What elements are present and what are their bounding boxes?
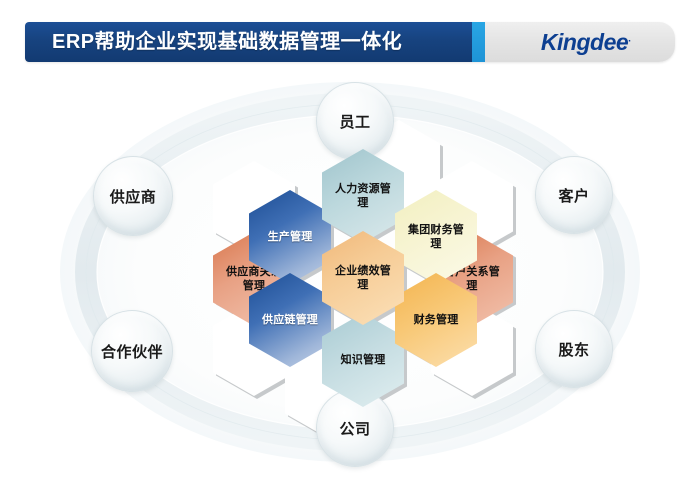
- kingdee-logo: Kingdee·: [540, 22, 632, 62]
- stakeholder-partner-label: 合作伙伴: [100, 343, 163, 361]
- stakeholder-employee[interactable]: 员工: [316, 82, 394, 160]
- title-bar: ERP帮助企业实现基础数据管理一体化 Kingdee·: [25, 22, 675, 62]
- title-bar-accent-strip: [472, 22, 485, 62]
- title-bar-blue-panel: [25, 22, 472, 62]
- kingdee-logo-dot: ·: [628, 36, 631, 47]
- hex-module-hr-label: 人力资源管理: [335, 182, 391, 209]
- hex-module-km-label: 知识管理: [340, 353, 386, 366]
- stakeholder-customer-label: 客户: [558, 187, 590, 205]
- stakeholder-shareholder-label: 股东: [558, 341, 590, 359]
- hex-module-hr[interactable]: 人力资源管理: [322, 149, 404, 243]
- hex-module-group-fi-label: 集团财务管理: [408, 223, 464, 250]
- hex-module-fi-label: 财务管理: [413, 313, 459, 326]
- erp-diagram: 供应商关系管理 生产管理 供应链管理 人力资源管理 企业绩效管理 知识管理 集团…: [0, 62, 700, 489]
- stakeholder-shareholder[interactable]: 股东: [535, 310, 613, 388]
- stakeholder-employee-label: 员工: [339, 113, 371, 131]
- stakeholder-supplier[interactable]: 供应商: [93, 156, 173, 236]
- hex-module-scm-label: 供应链管理: [262, 313, 318, 326]
- kingdee-logo-text: Kingdee: [540, 29, 629, 55]
- hex-module-epm-label: 企业绩效管理: [335, 264, 391, 291]
- stakeholder-company-label: 公司: [339, 420, 371, 438]
- stakeholder-company[interactable]: 公司: [316, 389, 394, 467]
- stakeholder-supplier-label: 供应商: [109, 188, 157, 206]
- stakeholder-customer[interactable]: 客户: [535, 156, 613, 234]
- page-title: ERP帮助企业实现基础数据管理一体化: [52, 31, 403, 53]
- stakeholder-partner[interactable]: 合作伙伴: [91, 310, 173, 392]
- hex-module-mfg-label: 生产管理: [267, 230, 313, 243]
